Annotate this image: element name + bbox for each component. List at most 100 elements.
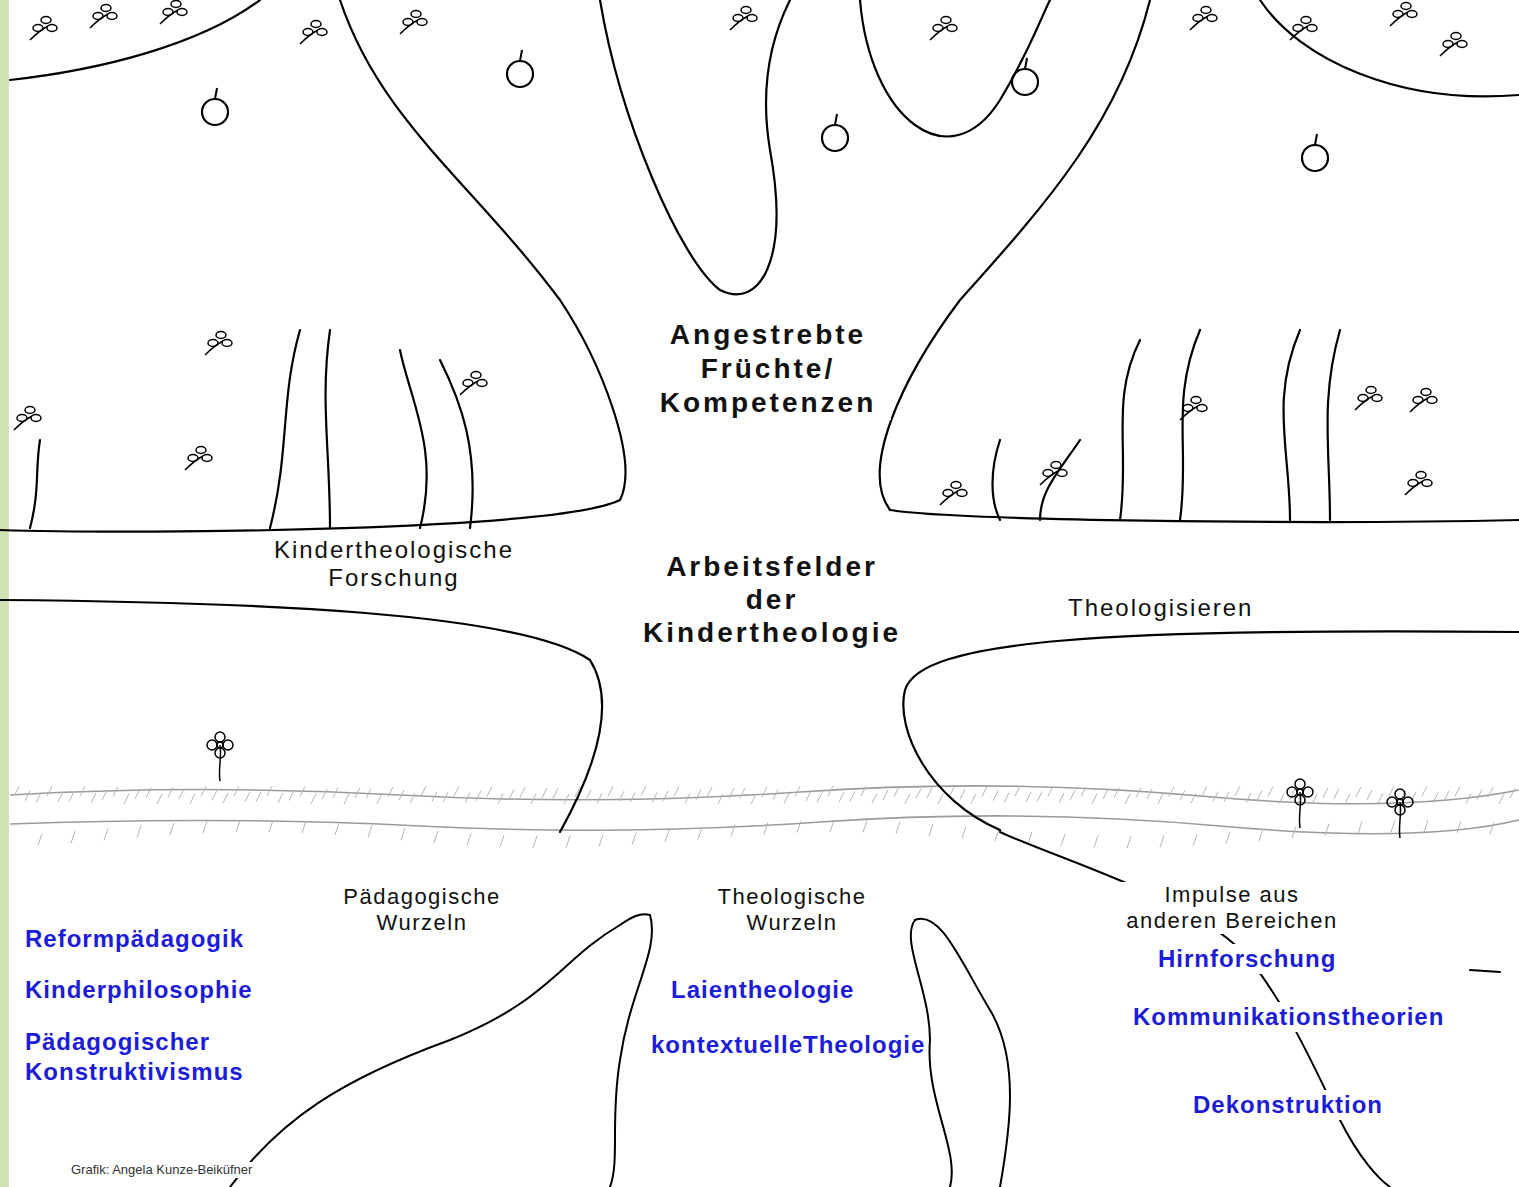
grass-hatch bbox=[267, 786, 272, 796]
grass-hatch bbox=[905, 794, 910, 804]
root-term: Dekonstruktion bbox=[1190, 1090, 1386, 1120]
grass-hatch bbox=[1224, 792, 1229, 802]
leaf-group bbox=[1180, 397, 1207, 421]
grass-hatch bbox=[962, 826, 966, 838]
grass-hatch bbox=[762, 787, 767, 797]
grass-hatch bbox=[1158, 794, 1163, 804]
tree-outline bbox=[270, 330, 300, 528]
grass-hatch bbox=[377, 794, 382, 804]
grass-hatch bbox=[170, 823, 174, 835]
grass-hatch bbox=[1378, 793, 1383, 803]
grass-hatch bbox=[157, 794, 162, 804]
grass-hatch bbox=[1147, 789, 1152, 799]
leaf-group bbox=[205, 332, 232, 356]
grass-hatch bbox=[289, 790, 294, 800]
grass-hatch bbox=[731, 825, 735, 837]
grass-hatch bbox=[729, 788, 734, 798]
leaf-group bbox=[1390, 3, 1417, 27]
branch-label: Theologisieren bbox=[1065, 594, 1256, 622]
grass-hatch bbox=[1028, 832, 1032, 844]
ground-band bbox=[10, 816, 1519, 834]
apple-group bbox=[202, 88, 228, 125]
grass-hatch bbox=[223, 793, 228, 803]
ground-band bbox=[10, 786, 1519, 834]
grass-hatch bbox=[1466, 794, 1471, 804]
leaf-group bbox=[1440, 33, 1467, 57]
grass-hatch bbox=[531, 794, 536, 804]
grass-hatch bbox=[311, 794, 316, 804]
grass-hatch bbox=[553, 788, 558, 798]
grass-hatch bbox=[1015, 786, 1020, 796]
grass-hatch bbox=[212, 790, 217, 800]
tree-outline bbox=[1120, 340, 1140, 520]
grass-hatch bbox=[135, 789, 140, 799]
tree-outline bbox=[993, 440, 1001, 520]
tree-outline bbox=[30, 440, 40, 528]
grass-hatch bbox=[599, 835, 603, 847]
grass-hatch bbox=[1334, 789, 1339, 799]
grass-hatch bbox=[146, 788, 151, 798]
grass-hatch bbox=[1127, 836, 1131, 848]
tree-outline bbox=[1283, 330, 1300, 520]
grass-hatch bbox=[203, 821, 207, 833]
grass-hatch bbox=[795, 786, 800, 796]
grass-hatch bbox=[830, 820, 834, 832]
grass-hatch bbox=[1323, 788, 1328, 798]
grass-hatch bbox=[586, 790, 591, 800]
grass-hatch bbox=[113, 787, 118, 797]
grass-hatch bbox=[300, 787, 305, 797]
grass-hatch bbox=[663, 791, 668, 801]
tree-outline bbox=[326, 330, 330, 528]
grass-hatch bbox=[1356, 787, 1361, 797]
leaf-group bbox=[185, 447, 212, 471]
grass-hatch bbox=[929, 824, 933, 836]
grass-hatch bbox=[1061, 834, 1065, 846]
grass-hatch bbox=[498, 794, 503, 804]
grass-hatch bbox=[995, 829, 999, 841]
trunk-label: Arbeitsfelder der Kindertheologie bbox=[638, 550, 906, 649]
grass-hatch bbox=[1259, 829, 1263, 841]
grass-hatch bbox=[542, 788, 547, 798]
tree-outline bbox=[880, 0, 1519, 522]
grass-hatch bbox=[861, 786, 866, 796]
grass-hatch bbox=[927, 788, 932, 798]
ground-band bbox=[10, 786, 1519, 804]
grass-hatch bbox=[740, 788, 745, 798]
grass-hatch bbox=[168, 788, 173, 798]
grass-hatch bbox=[47, 786, 52, 796]
root-term: Hirnforschung bbox=[1155, 944, 1339, 974]
grass-hatch bbox=[1325, 824, 1329, 836]
grass-hatch bbox=[366, 789, 371, 799]
grass-hatch bbox=[1026, 792, 1031, 802]
grass-hatch bbox=[1499, 794, 1504, 804]
grass-hatch bbox=[1235, 786, 1240, 796]
tree-outline bbox=[400, 350, 427, 528]
grass-hatch bbox=[1070, 790, 1075, 800]
fruit-label: Angestrebte Früchte/ Kompetenzen bbox=[645, 318, 891, 420]
grass-hatch bbox=[201, 787, 206, 797]
grass-hatch bbox=[1094, 836, 1098, 848]
grass-hatch bbox=[685, 793, 690, 803]
grass-hatch bbox=[102, 790, 107, 800]
grass-hatch bbox=[751, 794, 756, 804]
grass-hatch bbox=[608, 786, 613, 796]
tree-outline bbox=[0, 600, 602, 832]
grass-hatch bbox=[355, 788, 360, 798]
leaf-group bbox=[300, 21, 327, 45]
root-term: Pädagogischer Konstruktivismus bbox=[22, 1027, 328, 1087]
grass-hatch bbox=[69, 792, 74, 802]
grass-hatch bbox=[850, 791, 855, 801]
grass-hatch bbox=[883, 790, 888, 800]
grass-hatch bbox=[1391, 820, 1395, 832]
grass-hatch bbox=[1191, 793, 1196, 803]
leaf-group bbox=[1040, 462, 1067, 486]
grass-hatch bbox=[476, 791, 481, 801]
grass-hatch bbox=[322, 789, 327, 799]
flower-group bbox=[207, 732, 233, 781]
leaf-group bbox=[14, 407, 41, 431]
grass-hatch bbox=[1125, 794, 1130, 804]
grass-hatch bbox=[333, 787, 338, 797]
root-heading: Pädagogische Wurzeln bbox=[329, 884, 515, 936]
tree-outline bbox=[1040, 440, 1080, 520]
grass-hatch bbox=[410, 793, 415, 803]
